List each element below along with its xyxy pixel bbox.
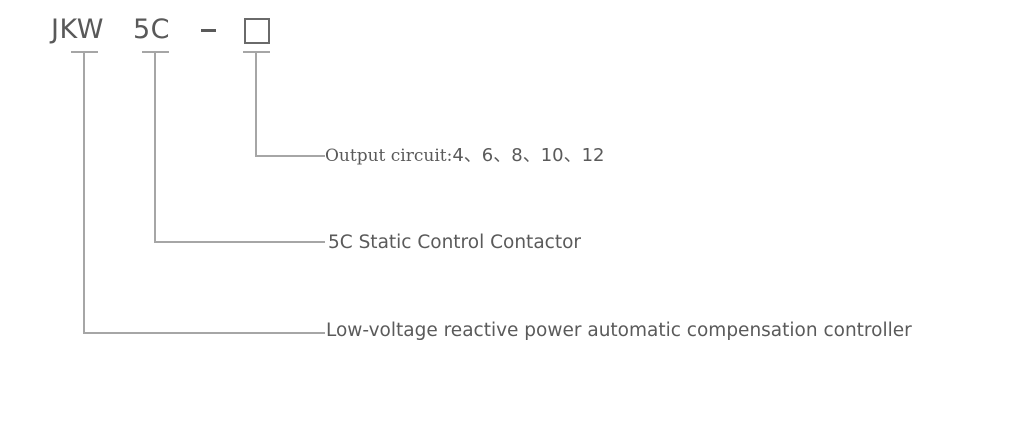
model-code-separator: [201, 29, 216, 32]
leader-vertical-series: [83, 51, 85, 334]
label-compensation-controller: Low-voltage reactive power automatic com…: [326, 320, 912, 341]
label-output-circuit-values: 4、6、8、10、12: [452, 145, 605, 166]
leader-vertical-placeholder: [255, 51, 257, 157]
leader-vertical-variant: [154, 51, 156, 243]
leader-horizontal-placeholder: [255, 155, 325, 157]
label-output-circuit: Output circuit:4、6、8、10、12: [325, 145, 605, 167]
label-static-control-contactor: 5C Static Control Contactor: [328, 232, 582, 253]
leader-horizontal-series: [83, 332, 325, 334]
leader-horizontal-variant: [154, 241, 325, 243]
label-output-circuit-prefix: Output circuit:: [325, 146, 453, 166]
model-code-placeholder-box: [244, 18, 270, 44]
model-code-variant: 5C: [133, 14, 171, 45]
model-code-series: JKW: [51, 14, 104, 45]
